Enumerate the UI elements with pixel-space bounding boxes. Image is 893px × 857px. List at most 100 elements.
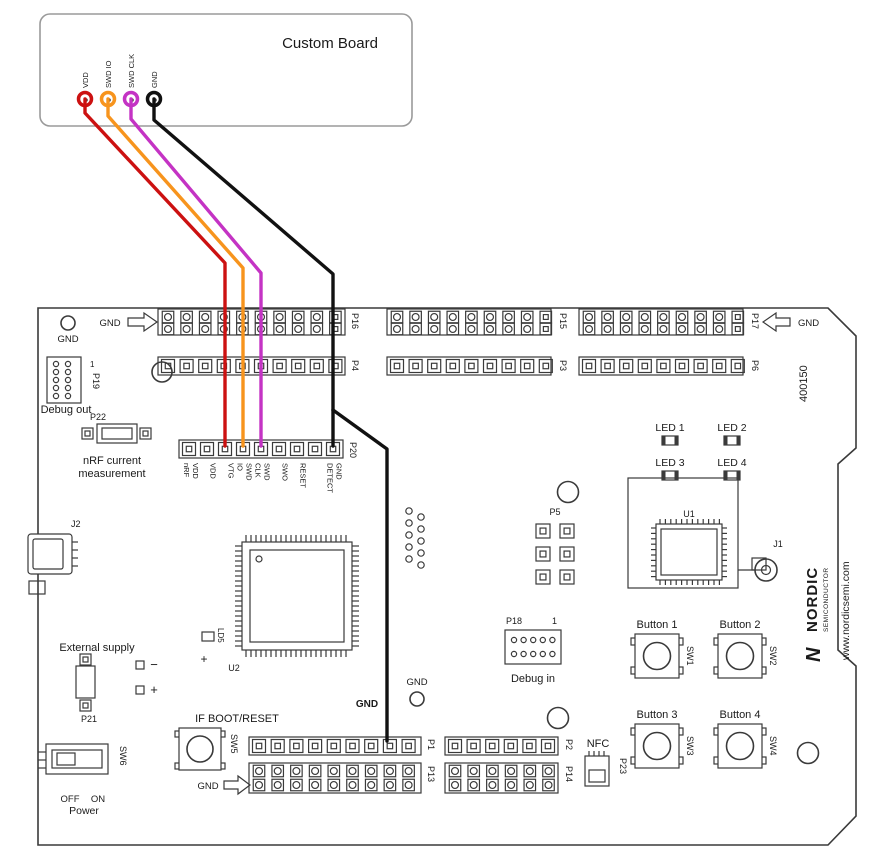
usb-connector-inner: [32, 538, 64, 570]
debug-out-pin1: 1: [90, 360, 95, 369]
usb-side-component: [28, 580, 46, 595]
header-p6: [578, 356, 744, 376]
p22-jumper-inner: [101, 427, 133, 440]
mcu-chip: [241, 541, 353, 651]
ref-p20: P20: [348, 442, 358, 458]
p20-pin-label: VDD: [209, 463, 218, 479]
mid-gnd-label: GND: [406, 677, 427, 688]
wires: [83, 97, 389, 743]
led4-label: LED 4: [717, 457, 746, 469]
led5-component: [201, 631, 215, 642]
wire-gnd-label: GND: [356, 699, 378, 710]
external-supply-title: External supply: [59, 642, 135, 654]
brand-name: NORDIC: [804, 567, 821, 632]
gnd-right-arrow-icon: [761, 311, 791, 333]
power-off-label: OFF: [61, 794, 80, 805]
part-number: 400150: [798, 365, 810, 402]
custom-board-title: Custom Board: [282, 35, 378, 52]
p21-pin-inner: [82, 656, 89, 663]
button2-label: Button 2: [720, 619, 761, 631]
current-measure-line2: measurement: [78, 468, 145, 480]
brand-url: www.nordicsemi.com: [840, 561, 852, 661]
supply-plus: +: [150, 682, 158, 697]
p20-pin-label: VDD: [191, 463, 200, 479]
header-p4: [157, 356, 346, 376]
ref-p18: P18: [506, 616, 522, 626]
header-p14: [444, 762, 559, 794]
p20-pin-label: DETECT: [326, 463, 335, 493]
led2-label: LED 2: [717, 422, 746, 434]
wire-vdd: [83, 97, 227, 448]
wire-gnd-branch: [331, 408, 389, 743]
button2: [717, 633, 763, 679]
ref-ld5: LD5: [216, 628, 225, 643]
p21-pin: [79, 699, 92, 712]
power-switch-knob: [56, 752, 76, 766]
nfc-connector-inner: [588, 769, 606, 783]
radio-chip-inner: [660, 528, 718, 576]
ref-p22: P22: [90, 412, 106, 422]
dev-board: GND GND P16 P15 P17 P4 P3 P6 400150 GND …: [27, 307, 857, 846]
power-switch-inner: [51, 749, 103, 769]
mcu-pin1-dot: [255, 555, 263, 563]
gnd-left-arrow-icon: [127, 311, 159, 333]
custom-pin-gnd-label: GND: [150, 71, 159, 88]
header-p16: [157, 308, 346, 336]
p22-jumper: [96, 423, 138, 444]
p21-pin: [79, 653, 92, 666]
user-buttons: Button 1 SW1 Button 2 SW2 Button 3 SW3 B…: [630, 619, 778, 769]
button3-label: Button 3: [637, 709, 678, 721]
button1-label: Button 1: [637, 619, 678, 631]
supply-minus-pad: [135, 660, 145, 670]
button1-cap: [642, 641, 672, 671]
p20-pin-label: nRF: [182, 463, 191, 478]
ref-p21: P21: [81, 714, 97, 724]
led3-label: LED 3: [655, 457, 684, 469]
mid-gnd-hole: [409, 691, 425, 707]
ref-sw6: SW6: [118, 746, 128, 766]
button4-cap: [725, 731, 755, 761]
custom-board-outline: [39, 13, 413, 127]
p20-pin-label: SWD: [245, 463, 254, 481]
gnd-left-label: GND: [99, 318, 120, 329]
gnd-bottom-arrow-icon: [223, 774, 251, 796]
gnd-hole-label: GND: [57, 334, 78, 345]
j1-pad: [751, 557, 767, 571]
header-p1: [248, 736, 422, 756]
p22-pin-inner: [84, 430, 91, 437]
button4-label: Button 4: [720, 709, 761, 721]
debug-in-pin1: 1: [552, 616, 557, 626]
wire-gnd: [152, 97, 335, 448]
radio-chip: [655, 523, 723, 581]
ref-u1: U1: [683, 509, 695, 519]
reset-button-cap: [186, 735, 214, 763]
custom-board: Custom Board VDD SWD IO SWD CLK GND: [39, 13, 413, 127]
mcu-chip-inner: [249, 549, 345, 643]
button1: [634, 633, 680, 679]
ref-p23: P23: [618, 758, 628, 774]
ref-p19: P19: [91, 373, 101, 389]
p20-pin-label: GND: [335, 463, 344, 480]
wire-swd-io: [106, 97, 245, 448]
ref-p5: P5: [549, 507, 560, 517]
header-p3: [386, 356, 552, 376]
brand-sub: SEMICONDUCTOR: [823, 567, 830, 632]
debug-out-title: Debug out: [41, 404, 92, 416]
p20-pin-label: CLK: [254, 463, 263, 478]
p22-pin: [139, 427, 152, 440]
ref-p16: P16: [350, 313, 360, 329]
power-on-label: ON: [91, 794, 105, 805]
ref-p3: P3: [558, 360, 568, 371]
custom-pin-swdio-label: SWD IO: [104, 60, 113, 88]
debug-in-title: Debug in: [511, 673, 555, 685]
ref-p1: P1: [426, 739, 436, 750]
reset-title: IF BOOT/RESET: [195, 713, 279, 725]
mount-hole: [556, 480, 580, 504]
ref-sw5: SW5: [229, 734, 239, 754]
ref-p13: P13: [426, 766, 436, 782]
ref-sw3: SW3: [685, 736, 695, 756]
ref-sw4: SW4: [768, 736, 778, 756]
supply-plus-pad: [135, 685, 145, 695]
